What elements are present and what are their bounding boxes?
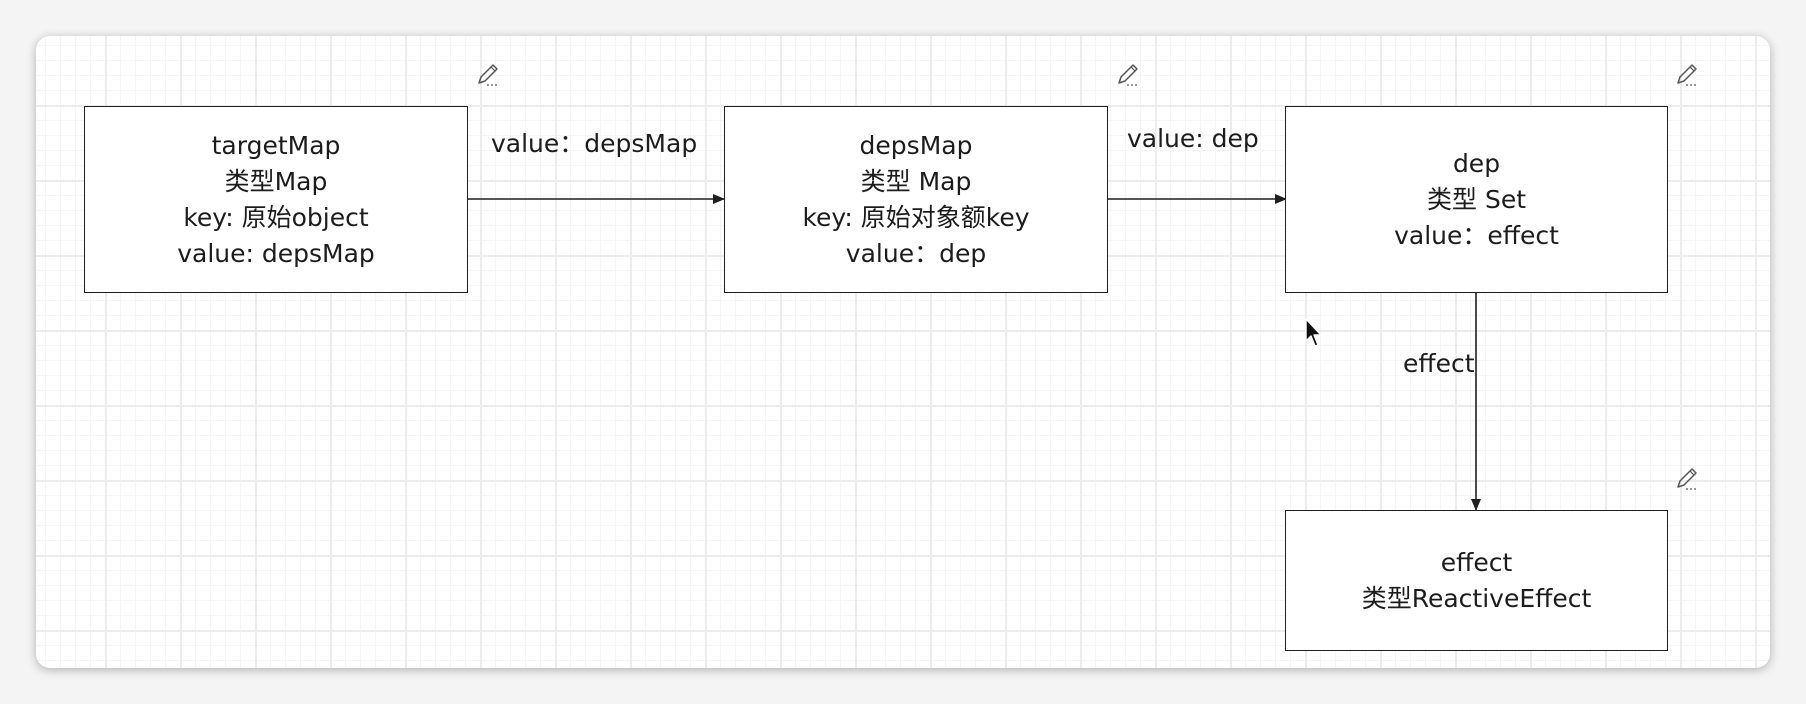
node-title: dep [1452,148,1501,178]
node-depsmap[interactable]: depsMap 类型 Map key: 原始对象额key value：dep [724,106,1108,293]
node-title: targetMap [211,130,341,160]
mouse-pointer-icon [1305,318,1322,347]
node-type: 类型 Map [860,166,972,196]
pencil-icon[interactable] [474,60,502,88]
pencil-icon[interactable] [1673,60,1701,88]
node-type: 类型Map [224,166,328,196]
node-dep[interactable]: dep 类型 Set value：effect [1285,106,1668,293]
pencil-icon[interactable] [1673,464,1701,492]
node-type: 类型 Set [1427,184,1526,214]
node-key: key: 原始object [183,202,369,232]
node-title: effect [1440,547,1513,577]
node-targetmap[interactable]: targetMap 类型Map key: 原始object value: dep… [84,106,468,293]
pencil-icon[interactable] [1114,60,1142,88]
diagram-canvas[interactable]: targetMap 类型Map key: 原始object value: dep… [36,36,1770,668]
node-value: value: depsMap [177,238,375,268]
edge-label-depsmap-dep: value: dep [1127,124,1259,153]
node-title: depsMap [859,130,973,160]
node-effect[interactable]: effect 类型ReactiveEffect [1285,510,1668,651]
node-value: value：dep [845,238,987,268]
node-key: key: 原始对象额key [802,202,1030,232]
edge-label-dep-effect: effect [1403,349,1475,378]
edge-label-targetmap-depsmap: value：depsMap [491,129,698,158]
connector-layer [468,194,1481,511]
node-value: value：effect [1394,220,1559,250]
node-type: 类型ReactiveEffect [1361,583,1592,613]
